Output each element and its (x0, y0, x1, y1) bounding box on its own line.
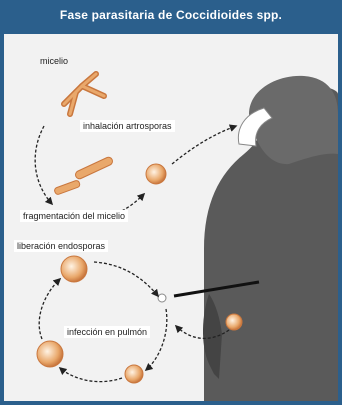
fragment-pieces (54, 156, 114, 195)
label-inhalacion: inhalación artrosporas (80, 120, 175, 132)
lower-arrow-bottom (60, 368, 122, 382)
lower-arrow-left (39, 279, 60, 339)
lower-arrow-top (94, 262, 158, 296)
spherule-bottom (125, 365, 143, 383)
inhalation-arrow (172, 126, 236, 164)
label-micelio: micelio (40, 56, 68, 66)
label-liberacion: liberación endosporas (14, 240, 108, 252)
spherule-top (61, 256, 87, 282)
label-infeccion: infección en pulmón (64, 326, 150, 338)
diagram-title: Fase parasitaria de Coccidioides spp. (0, 8, 342, 22)
lower-arrow-right (146, 309, 167, 370)
label-fragmentacion: fragmentación del micelio (20, 210, 128, 222)
lung-spore (226, 314, 242, 330)
spherule-left (37, 341, 63, 367)
endospore (158, 294, 166, 302)
cycle-arrow-left (35, 126, 52, 204)
inhaled-spore (146, 164, 166, 184)
diagram-panel: micelio inhalación artrosporas fragmenta… (4, 34, 338, 401)
